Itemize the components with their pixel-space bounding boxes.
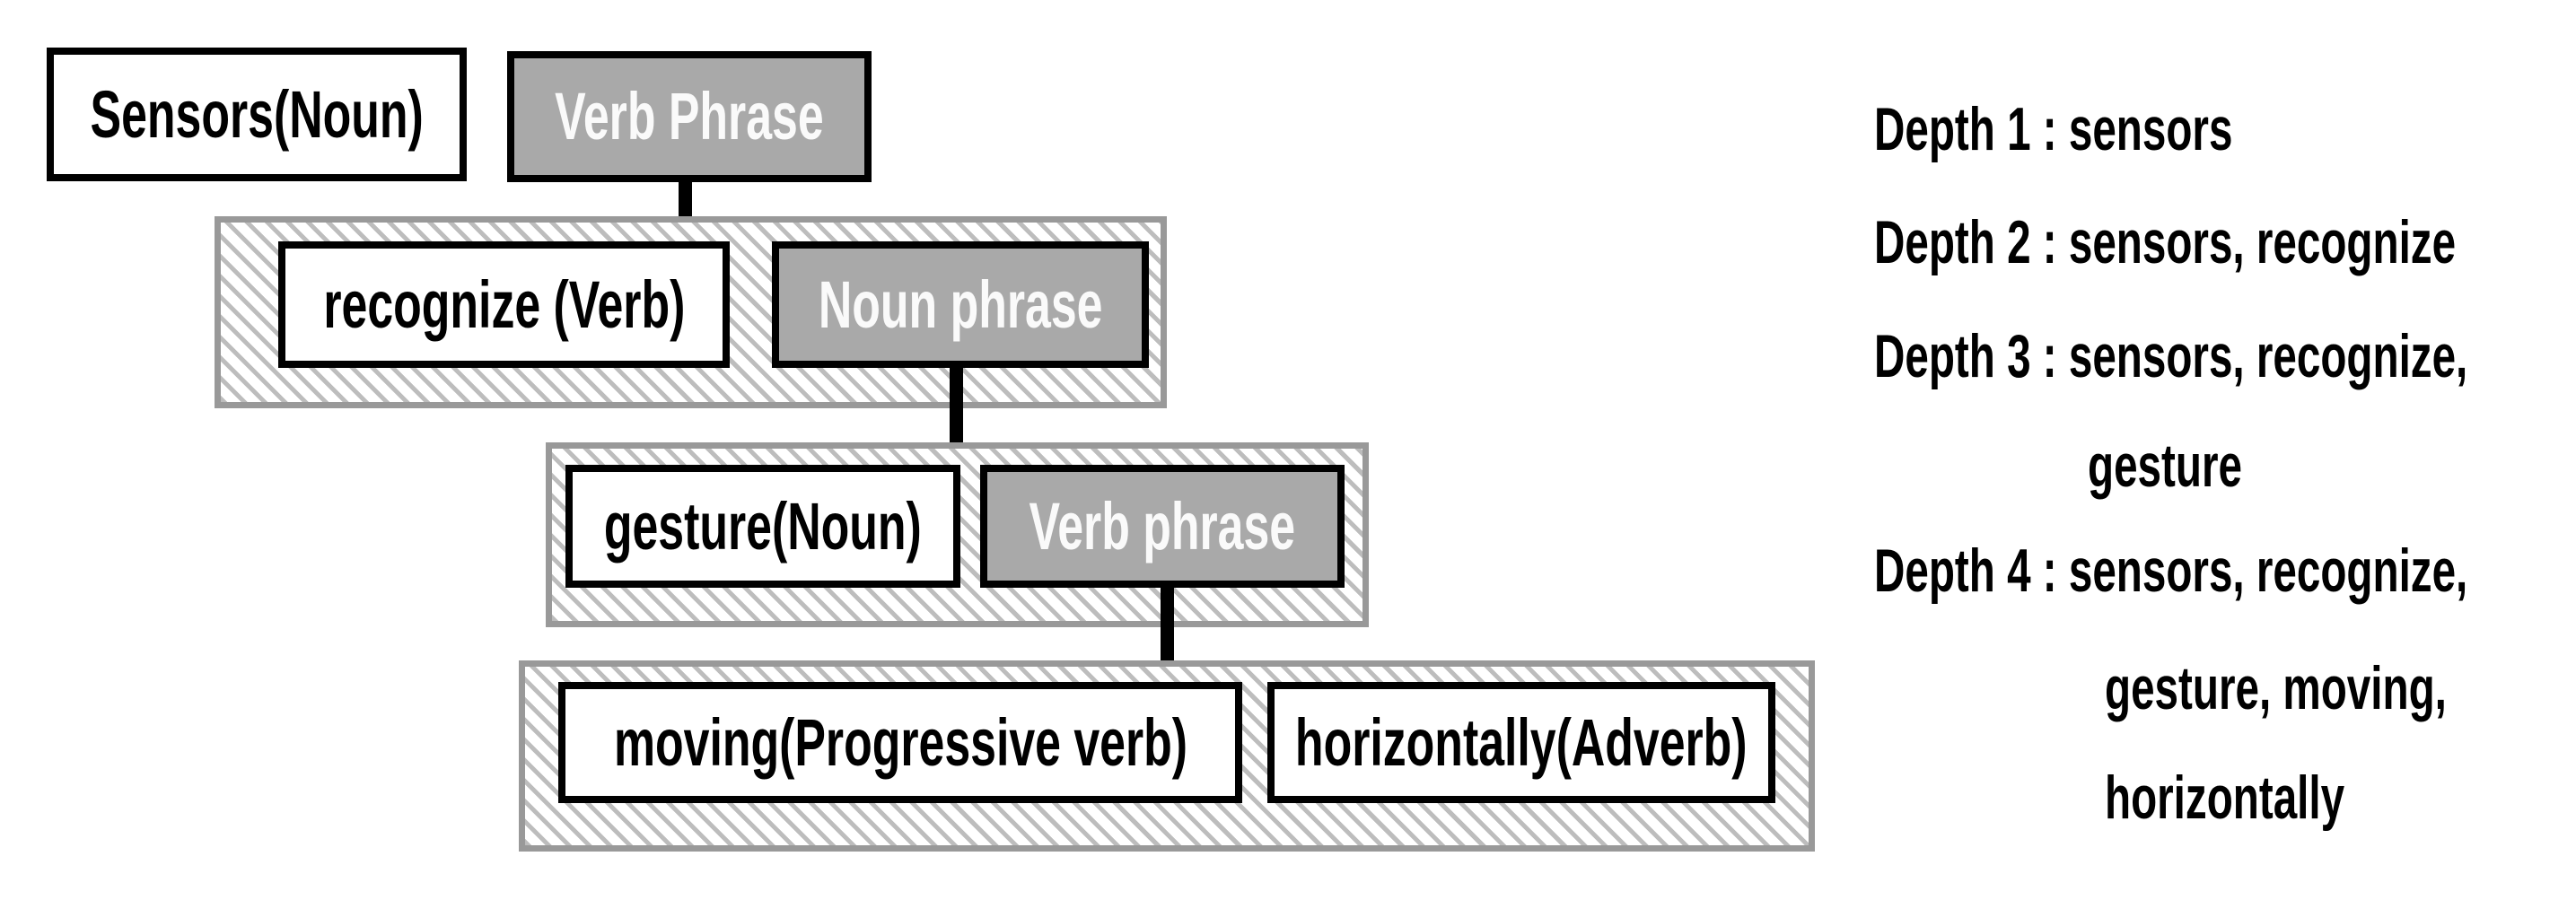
node-moving: moving(Progressive verb) (558, 682, 1242, 803)
depth-line-2-text: Depth 2 : sensors, recognize (1874, 208, 2457, 276)
node-sensors-label: Sensors(Noun) (90, 76, 424, 152)
node-moving-label: moving(Progressive verb) (613, 704, 1187, 780)
depth-line-1-text: Depth 1 : sensors (1874, 95, 2233, 163)
node-sensors: Sensors(Noun) (47, 48, 467, 181)
depth-line-4: Depth 4 : sensors, recognize, (1874, 535, 2576, 607)
node-verb-phrase-2-label: Verb phrase (1029, 488, 1296, 564)
node-gesture-label: gesture(Noun) (604, 488, 922, 564)
depth-line-4-wrap2-text: horizontally (2105, 764, 2345, 832)
connector-noun-phrase-to-group3 (950, 363, 963, 446)
node-horizontally-label: horizontally(Adverb) (1295, 704, 1748, 780)
depth-line-2: Depth 2 : sensors, recognize (1874, 206, 2576, 278)
connector-verb-phrase-to-group2 (679, 179, 692, 226)
node-gesture: gesture(Noun) (565, 465, 960, 588)
node-verb-phrase-label: Verb Phrase (555, 79, 824, 153)
node-noun-phrase: Noun phrase (772, 241, 1149, 368)
depth-line-3-text: Depth 3 : sensors, recognize, (1874, 322, 2468, 390)
depth-line-3: Depth 3 : sensors, recognize, (1874, 320, 2576, 392)
depth-line-4-text: Depth 4 : sensors, recognize, (1874, 537, 2468, 605)
node-noun-phrase-label: Noun phrase (818, 267, 1103, 342)
node-verb-phrase-2: Verb phrase (980, 465, 1345, 588)
connector-verb-phrase2-to-group4 (1161, 583, 1174, 666)
node-verb-phrase: Verb Phrase (507, 51, 872, 182)
depth-line-4-wrap1: gesture, moving, (2105, 652, 2576, 724)
depth-line-1: Depth 1 : sensors (1874, 93, 2387, 165)
node-recognize: recognize (Verb) (278, 241, 730, 368)
depth-line-3-wrap-text: gesture (2088, 432, 2242, 500)
depth-line-4-wrap2: horizontally (2105, 762, 2448, 834)
node-recognize-label: recognize (Verb) (322, 267, 686, 342)
node-horizontally: horizontally(Adverb) (1267, 682, 1775, 803)
depth-line-3-wrap: gesture (2088, 430, 2309, 502)
depth-line-4-wrap1-text: gesture, moving, (2105, 654, 2447, 722)
